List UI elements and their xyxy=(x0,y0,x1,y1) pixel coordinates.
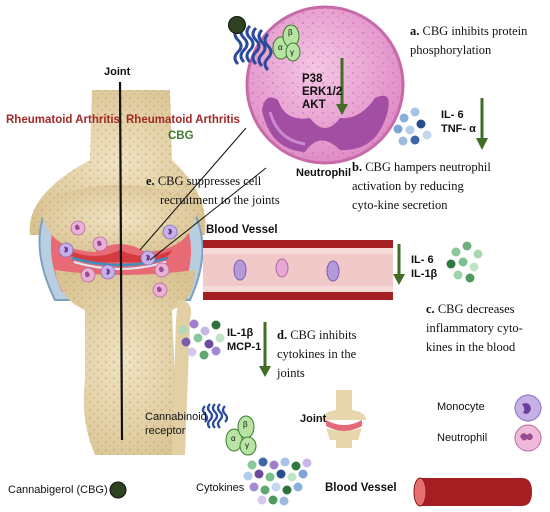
cytokine-d-il1b: IL-1β xyxy=(227,327,254,339)
legend-neutrophil-label: Neutrophil xyxy=(437,432,488,444)
statement-c-line2: inflammatory cyto- xyxy=(426,321,523,335)
cytokine-cluster-c xyxy=(446,241,483,283)
statement-c-letter: c. xyxy=(426,302,435,316)
neutrophil-cell-label: Neutrophil xyxy=(296,167,351,179)
statement-d: d. CBG inhibits cytokines in the joints xyxy=(277,326,357,383)
legend-blood-vessel-label: Blood Vessel xyxy=(325,482,397,494)
statement-d-line3: joints xyxy=(277,366,305,380)
legend-receptor-icon xyxy=(201,403,257,456)
legend-monocyte-label: Monocyte xyxy=(437,401,485,413)
arrow-b xyxy=(393,244,405,285)
statement-b: b. CBG hampers neutrophil activation by … xyxy=(352,158,491,215)
cytokine-cluster-b xyxy=(393,107,432,146)
cytokine-c-il6: IL- 6 xyxy=(411,254,434,266)
cytokine-b-tnf: TNF- α xyxy=(441,123,476,135)
statement-a: a. CBG inhibits protein phosphorylation xyxy=(410,22,527,60)
receptor-alpha-legend: α xyxy=(231,434,236,443)
statement-a-line2: phosphorylation xyxy=(410,43,492,57)
blood-vessel-label: Blood Vessel xyxy=(206,224,278,236)
legend-blood-vessel-icon xyxy=(413,477,532,507)
statement-a-letter: a. xyxy=(410,24,420,38)
receptor-beta-legend: β xyxy=(243,420,248,429)
joint-title: Joint xyxy=(104,66,131,78)
arrow-d xyxy=(259,322,271,377)
legend-cbg-label: Cannabigerol (CBG) xyxy=(8,484,108,496)
receptor-gamma-top: γ xyxy=(290,48,294,57)
knee-joint xyxy=(29,81,267,455)
cytokines-c-labels: IL- 6 IL-1β xyxy=(411,253,437,281)
legend-neutrophil-icon xyxy=(514,424,542,452)
neutrophil-cell xyxy=(228,5,405,165)
receptor-alpha-top: α xyxy=(278,43,283,52)
cbg-label: CBG xyxy=(168,130,194,142)
cbg-ligand-icon xyxy=(228,16,246,34)
ra-right-label: Rheumatoid Arthritis xyxy=(126,114,240,126)
statement-d-line1: CBG inhibits xyxy=(290,328,357,342)
receptor-gamma-legend: γ xyxy=(245,441,249,450)
statement-b-line1: CBG hampers neutrophil xyxy=(365,160,491,174)
cytokines-b-labels: IL- 6 TNF- α xyxy=(441,108,476,136)
statement-b-line3: cyto-kine secretion xyxy=(352,198,448,212)
arrow-a xyxy=(476,98,488,150)
cytokines-d-labels: IL-1β MCP-1 xyxy=(227,326,261,354)
kinase-akt: AKT xyxy=(302,99,326,111)
statement-b-line2: activation by reducing xyxy=(352,179,464,193)
statement-c-line1: CBG decreases xyxy=(437,302,515,316)
legend-monocyte-icon xyxy=(514,394,542,422)
statement-e-line2: recruitment to the joints xyxy=(160,193,280,207)
statement-e-letter: e. xyxy=(146,174,155,188)
receptor-beta-top: β xyxy=(288,28,293,37)
cytokine-b-il6: IL- 6 xyxy=(441,109,464,121)
kinase-p38: P38 xyxy=(302,73,323,85)
statement-d-letter: d. xyxy=(277,328,288,342)
legend-receptor-line2: receptor xyxy=(145,425,186,437)
cytokine-cluster-d xyxy=(178,319,225,360)
legend-receptor-label: Cannabinoid receptor xyxy=(145,410,207,438)
legend-joint-label: Joint xyxy=(300,413,327,425)
statement-b-letter: b. xyxy=(352,160,363,174)
cytokine-c-il1b: IL-1β xyxy=(411,268,438,280)
legend-cytokines-icon xyxy=(243,457,312,506)
statement-c-line3: kines in the blood xyxy=(426,340,516,354)
statement-c: c. CBG decreases inflammatory cyto- kine… xyxy=(426,300,523,357)
receptor-membrane xyxy=(233,24,301,72)
legend-receptor-line1: Cannabinoid xyxy=(145,411,207,423)
statement-d-line2: cytokines in the xyxy=(277,347,357,361)
statement-e-line1: CBG suppresses cell xyxy=(157,174,262,188)
legend-cytokines-label: Cytokines xyxy=(196,482,245,494)
statement-a-line1: CBG inhibits protein xyxy=(422,24,528,38)
legend-cbg-icon xyxy=(109,481,127,499)
statement-e: e. CBG suppresses cell recruitment to th… xyxy=(146,172,280,210)
blood-vessel xyxy=(203,240,393,300)
kinase-list: P38 ERK1/2 AKT xyxy=(302,73,342,112)
kinase-erk: ERK1/2 xyxy=(302,86,343,98)
ra-left-label: Rheumatoid Arthritis xyxy=(6,114,120,126)
cytokine-d-mcp1: MCP-1 xyxy=(227,341,262,353)
legend-joint-icon xyxy=(322,390,366,448)
